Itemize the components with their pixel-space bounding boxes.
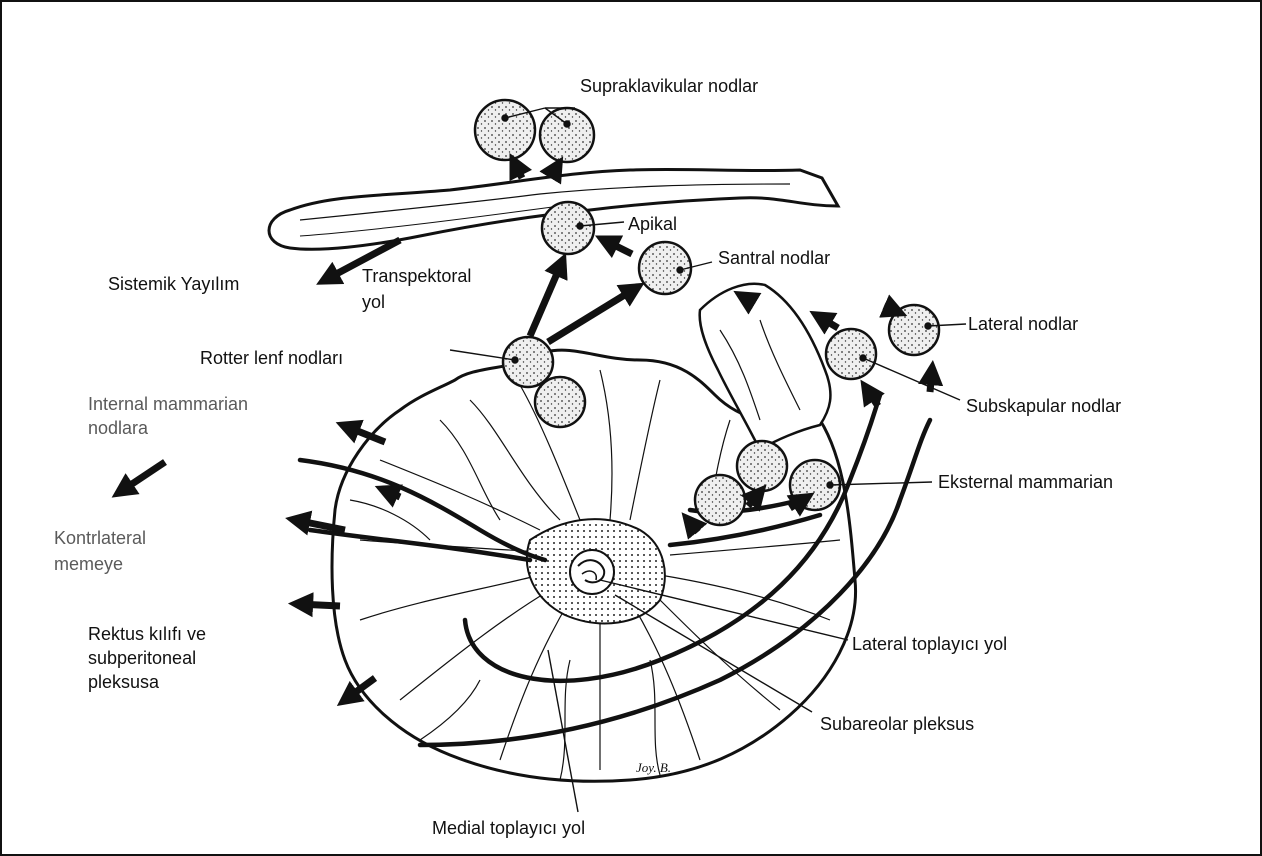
label-internal-line2: nodlara bbox=[88, 416, 148, 440]
label-subscapular: Subskapular nodlar bbox=[966, 394, 1121, 418]
arrow-to-supraclavicular-right bbox=[552, 165, 558, 175]
label-central: Santral nodlar bbox=[718, 246, 830, 270]
label-rectus-line2: subperitoneal bbox=[88, 646, 196, 670]
label-rectus-line1: Rektus kılıfı ve bbox=[88, 622, 206, 646]
label-apical: Apikal bbox=[628, 212, 677, 236]
rotter-node-1 bbox=[503, 337, 553, 387]
arrow-rectus bbox=[298, 604, 340, 606]
label-lateral-path: Lateral toplayıcı yol bbox=[852, 632, 1007, 656]
arrow-central-to-apical bbox=[604, 240, 632, 254]
subscapular-node bbox=[826, 329, 876, 379]
central-node bbox=[639, 242, 691, 294]
arrow-to-lateral bbox=[884, 306, 898, 312]
supraclavicular-node-left bbox=[475, 100, 535, 160]
rotter-node-2 bbox=[535, 377, 585, 427]
label-lateral-nodes: Lateral nodlar bbox=[968, 312, 1078, 336]
arrow-contralateral bbox=[120, 462, 165, 492]
arrow-rotter-to-apical bbox=[530, 262, 562, 336]
label-internal-line1: Internal mammarian bbox=[88, 392, 248, 416]
arrow-to-supraclavicular-left bbox=[514, 162, 522, 178]
arrow-lateral-path-1 bbox=[866, 388, 878, 406]
supraclavicular-node-right bbox=[540, 108, 594, 162]
label-contralateral-line2: memeye bbox=[54, 552, 123, 576]
arrow-lateral-path-2 bbox=[930, 370, 932, 392]
label-rectus-line3: pleksusa bbox=[88, 670, 159, 694]
label-supraclavicular: Supraklavikular nodlar bbox=[580, 74, 758, 98]
label-subareolar: Subareolar pleksus bbox=[820, 712, 974, 736]
external-node-2 bbox=[737, 441, 787, 491]
label-transpectoral-line2: yol bbox=[362, 290, 385, 314]
label-transpectoral-line1: Transpektoral bbox=[362, 264, 471, 288]
artist-signature: Joy. B. bbox=[636, 760, 671, 775]
external-node-1 bbox=[695, 475, 745, 525]
label-external: Eksternal mammarian bbox=[938, 470, 1113, 494]
arrow-to-subscapular bbox=[818, 316, 838, 328]
arrow-rotter-to-central bbox=[548, 288, 636, 342]
apical-node bbox=[542, 202, 594, 254]
label-rotter: Rotter lenf nodları bbox=[200, 346, 343, 370]
label-systemic: Sistemik Yayılım bbox=[108, 272, 239, 296]
label-medial-path: Medial toplayıcı yol bbox=[432, 816, 585, 840]
label-contralateral-line1: Kontrlateral bbox=[54, 526, 146, 550]
